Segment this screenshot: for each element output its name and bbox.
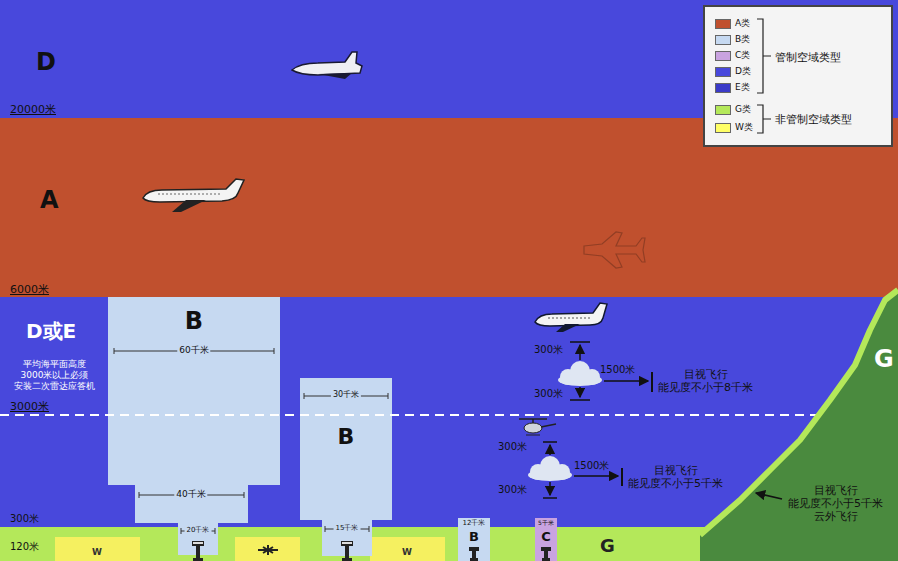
dimension-label: 15千米 [334,524,361,532]
dimension-tick [325,526,326,532]
class-b-airspace: B 60千米 40千米 20千米 [108,297,280,555]
legend-text: G类 [735,104,751,115]
cloud [558,361,602,386]
altitude-label: 120米 [10,541,39,553]
class-letter: G [600,535,615,557]
class-letter: G [874,345,894,374]
class-letter: B [338,424,355,450]
distance-label: 1500米 [600,364,635,376]
bracket-line [757,19,771,133]
class-b-airspace: 12千米 B [458,518,490,561]
dimension-tick [215,528,216,534]
class-letter: D [36,48,56,77]
class-letter: B [469,529,479,545]
class-letter: D或E [26,319,76,343]
dimension-label: 12千米 [463,519,486,527]
dimension-label: 30千米 [331,390,361,400]
class-c-airspace: 5千米 C [535,518,557,561]
class-letter: C [541,529,551,545]
w-zone: W [370,537,445,561]
distance-label: 300米 [498,441,527,453]
helicopter [519,419,556,435]
terrain: G [690,285,898,561]
dimension-tick [388,393,389,399]
dimension-tick [274,348,275,354]
legend-swatch [715,67,731,77]
region-outline [690,285,898,561]
legend-group-label: 管制空域类型 [775,51,841,64]
legend-swatch [715,123,731,133]
distance-label: 300米 [534,388,563,400]
legend-text: W类 [735,122,753,133]
region-fill [300,378,392,556]
class-letter: B [185,307,203,336]
separation-arrows [570,342,652,400]
vfr-note: 目视飞行 能见度不小于5千米 [628,464,723,490]
legend-swatch [715,19,731,29]
w-zone: W [55,537,140,561]
legend-swatch [715,83,731,93]
control-tower [541,547,551,561]
legend-text: B类 [735,34,750,45]
region-edge [700,290,898,535]
altitude-3000-line [0,414,898,416]
dimension-tick [369,526,370,532]
legend-swatch [715,51,731,61]
band-note: 平均海平面高度 3000米以上必须 安装二次雷达应答机 [14,359,95,391]
dimension-tick [139,492,140,498]
legend-text: C类 [735,50,750,61]
legend-swatch [715,35,731,45]
control-tower [341,541,353,561]
dimension-label: 60千米 [177,345,210,356]
class-letter: A [40,186,59,215]
control-tower [469,547,479,561]
region-fill [700,290,898,561]
class-letter: W [92,547,102,558]
cloud [528,456,572,481]
class-b-airspace: 30千米 B 15千米 [300,378,392,556]
airliner [535,303,607,332]
airliner [143,179,244,212]
legend-text: D类 [735,66,751,77]
vfr-note: 目视飞行 能见度不小于8千米 [658,368,753,394]
dimension-tick [114,348,115,354]
separation-arrows [543,442,622,498]
region-outline [108,297,280,555]
distance-label: 300米 [498,484,527,496]
fighter-jet [584,232,645,268]
distance-label: 1500米 [574,460,609,472]
control-tower [192,541,204,561]
dimension-label: 40千米 [174,489,207,500]
legend-text: E类 [735,82,750,93]
vfr-note: 目视飞行 能见度不小于5千米 云外飞行 [788,484,883,524]
region-fill [108,297,280,555]
legend-group-label: 非管制空域类型 [775,113,852,126]
space-shuttle [292,52,362,79]
distance-label: 300米 [534,344,563,356]
legend-text: A类 [735,18,750,29]
dimension-label: 20千米 [185,526,212,534]
legend-swatch [715,105,731,115]
dimension-tick [244,492,245,498]
dimension-tick [181,528,182,534]
altitude-label: 6000米 [10,283,49,296]
altitude-label: 20000米 [10,103,56,116]
class-letter: W [402,547,412,558]
dimension-tick [304,393,305,399]
drone-zone [235,537,300,561]
dimension-label: 5千米 [538,519,554,526]
altitude-label: 300米 [10,513,39,525]
legend-bracket [705,7,895,149]
altitude-label: 3000米 [10,400,49,413]
